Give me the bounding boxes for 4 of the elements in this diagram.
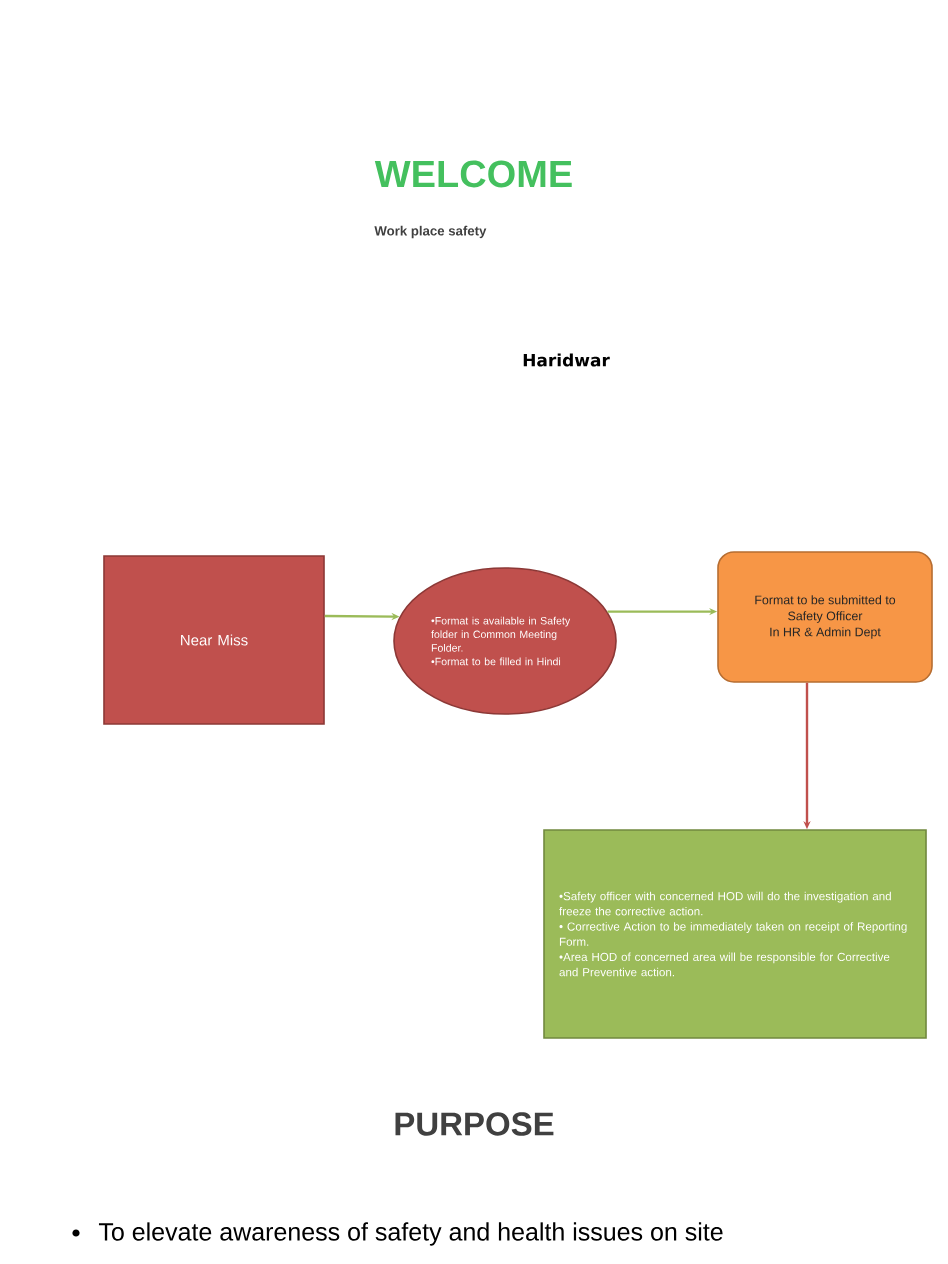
title: WELCOME [374, 160, 572, 188]
location-label: Haridwar [523, 353, 610, 367]
section-heading: PURPOSE [395, 1112, 554, 1136]
bullet-text: To elevate awareness of safety and health issues on site [98, 1222, 723, 1246]
